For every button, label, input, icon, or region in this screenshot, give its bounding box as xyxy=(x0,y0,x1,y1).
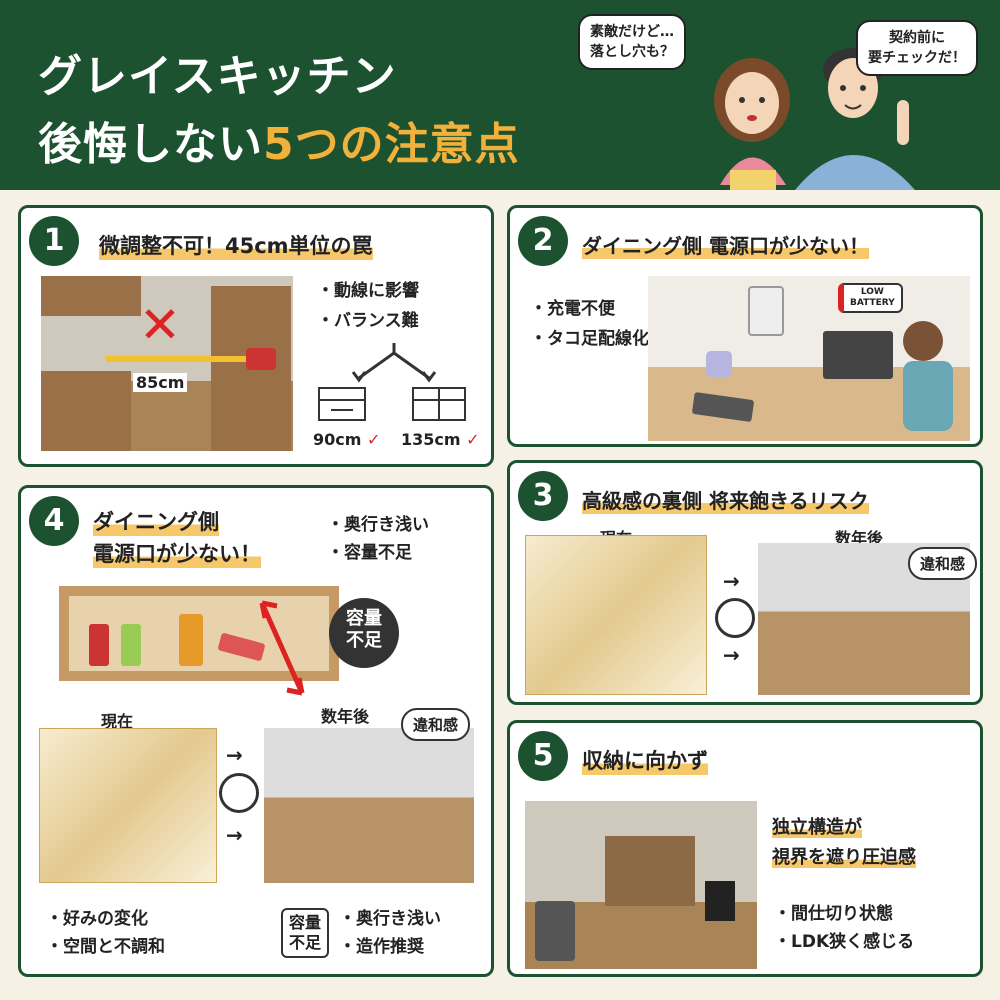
card-3-discomfort-bubble: 違和感 xyxy=(908,547,978,580)
highlight-text-1: 独立構造が xyxy=(772,817,862,838)
card-1: 1 微調整不可！45cm単位の罠 ✕ 85cm ・動線に影響 ・バランス難 90… xyxy=(18,205,494,467)
card-4-bottom-tag: 容量 不足 xyxy=(281,908,330,958)
card-4-bullet-2: ・容量不足 xyxy=(327,543,412,563)
card-4: 4 ダイニング側 電源口が少ない！ ・奥行き浅い ・容量不足 容量 不足 現在 … xyxy=(18,485,494,977)
option-135-text: 135cm xyxy=(401,430,461,449)
card-4-later-label: 数年後 xyxy=(321,707,370,726)
partitioned-ldk-image xyxy=(525,801,757,969)
card-5-highlight-line-2: 視界を遮り圧迫感 xyxy=(772,845,916,871)
check-icon: ✓ xyxy=(367,430,381,449)
not-allowed-icon: ✕ xyxy=(139,296,181,354)
option-90-text: 90cm xyxy=(313,430,362,449)
capacity-shortage-tag: 容量 不足 xyxy=(329,598,399,668)
desk-outlet-image xyxy=(648,276,970,441)
card-2: 2 ダイニング側 電源口が少ない！ ・充電不便 ・タコ足配線化 LOW BATT… xyxy=(507,205,983,447)
woman-speech-bubble: 素敵だけど… 落とし穴も？ xyxy=(578,14,686,70)
title-prefix: 後悔しない xyxy=(38,119,263,170)
man-speech-bubble: 契約前に 要チェックだ！ xyxy=(856,20,978,76)
low-battery-icon: LOW BATTERY xyxy=(838,283,903,313)
cabinet-90-icon xyxy=(318,387,366,421)
card-4-bottom-bullet-3: ・奥行き浅い xyxy=(339,909,441,929)
measure-label: 85cm xyxy=(133,373,188,392)
card-4-bottom-bullet-1: ・好みの変化 xyxy=(46,909,148,929)
card-3-number: 3 xyxy=(518,471,568,521)
cabinet-135-icon xyxy=(412,387,466,421)
card-2-title: ダイニング側 電源口が少ない！ xyxy=(582,230,869,259)
split-arrow-icon xyxy=(351,343,437,383)
card-5: 5 収納に向かず 独立構造が 視界を遮り圧迫感 ・間仕切り状態 ・LDK狭く感じ… xyxy=(507,720,983,977)
card-1-bullet-1: ・動線に影響 xyxy=(317,281,419,301)
arrow-right-icon: → xyxy=(723,643,740,667)
title-line-1: グレイスキッチン xyxy=(38,51,397,102)
card-2-bullet-2: ・タコ足配線化 xyxy=(530,329,649,349)
card-5-number: 5 xyxy=(518,731,568,781)
clock-icon xyxy=(715,598,755,638)
highlight-text-2: 視界を遮り圧迫感 xyxy=(772,847,916,868)
title-highlight: 5つの注意点 xyxy=(263,119,520,170)
card-3-title: 高級感の裏側 将来飽きるリスク xyxy=(582,485,869,514)
arrow-right-icon: → xyxy=(226,823,243,847)
depth-arrow-icon xyxy=(259,600,305,696)
clock-icon xyxy=(219,773,259,813)
card-5-bullet-2: ・LDK狭く感じる xyxy=(774,932,915,952)
arrow-right-icon: → xyxy=(226,743,243,767)
luxury-kitchen-now-image xyxy=(525,535,707,695)
card-5-title: 収納に向かず xyxy=(582,745,708,775)
card-2-bullet-1: ・充電不便 xyxy=(530,299,615,319)
card-1-bullet-2: ・バランス難 xyxy=(317,311,419,331)
card-4-title-line-2: 電源口が少ない！ xyxy=(93,538,261,568)
card-5-bullet-1: ・間仕切り状態 xyxy=(774,904,893,924)
card-4-number: 4 xyxy=(29,496,79,546)
card-1-title: 微調整不可！45cm単位の罠 xyxy=(99,230,373,260)
woman-illustration xyxy=(714,58,790,190)
check-icon: ✓ xyxy=(466,430,480,449)
card-4-bottom-bullet-2: ・空間と不調和 xyxy=(46,937,165,957)
arrow-right-icon: → xyxy=(723,569,740,593)
card-1-number: 1 xyxy=(29,216,79,266)
luxury-kitchen-now-image xyxy=(39,728,217,883)
option-90-label: 90cm ✓ xyxy=(313,430,380,449)
kitchen-later-image xyxy=(264,728,474,883)
card-4-discomfort-bubble: 違和感 xyxy=(401,708,471,741)
card-2-number: 2 xyxy=(518,216,568,266)
kitchen-measure-image xyxy=(41,276,293,451)
card-4-now-label: 現在 xyxy=(101,712,134,731)
card-3: 3 高級感の裏側 将来飽きるリスク 現在 数年後 違和感 → → xyxy=(507,460,983,705)
card-4-bottom-bullet-4: ・造作推奨 xyxy=(339,937,424,957)
card-5-highlight-line-1: 独立構造が xyxy=(772,815,862,841)
header-banner: グレイスキッチン 後悔しない5つの注意点 素敵だけど… 落とし穴も？ 契約前に … xyxy=(0,0,1000,190)
card-4-title-line-1: ダイニング側 xyxy=(93,506,219,536)
card-4-bullet-1: ・奥行き浅い xyxy=(327,515,429,535)
title-line-2: 後悔しない5つの注意点 xyxy=(38,108,520,172)
option-135-label: 135cm ✓ xyxy=(401,430,480,449)
